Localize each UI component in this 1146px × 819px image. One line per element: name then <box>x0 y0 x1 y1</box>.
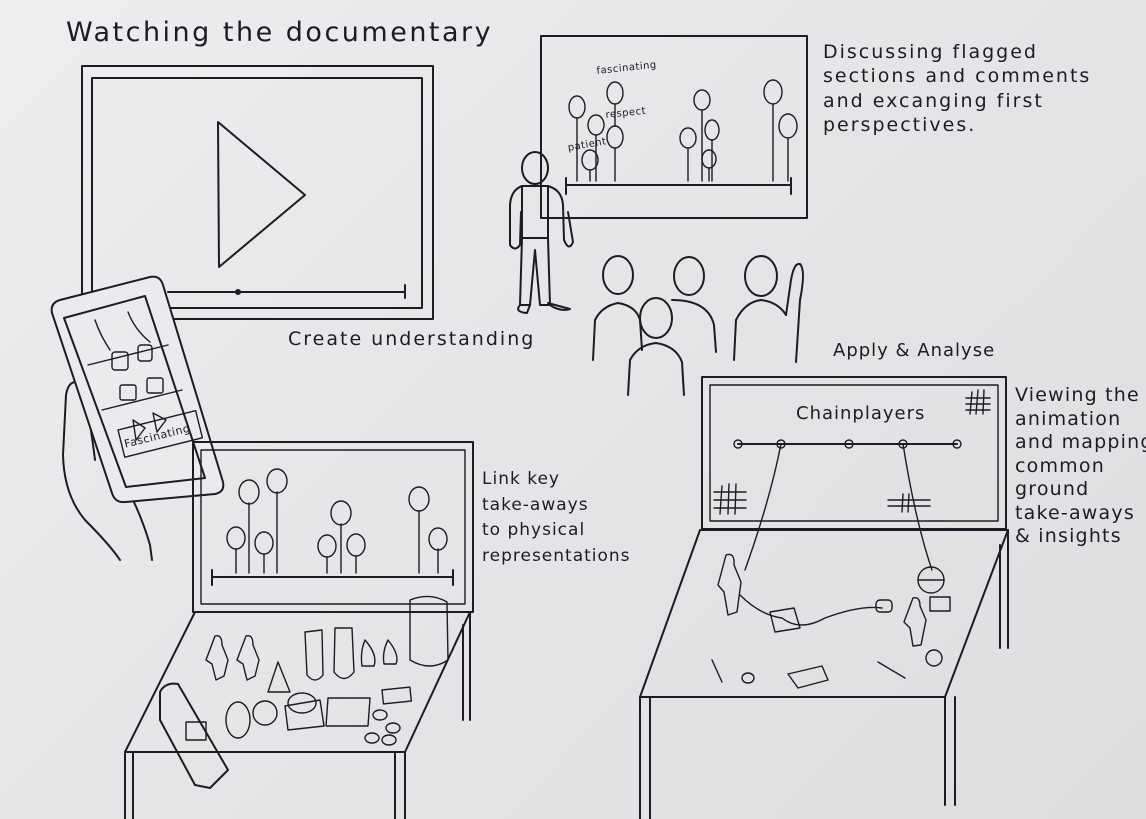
workshop-table-right <box>639 529 1009 819</box>
heading-link-takeaways: Link key take-aways to physical represen… <box>482 469 631 566</box>
heading-viewing-animation: Viewing the animation and mapping common… <box>1015 384 1146 548</box>
physical-objects <box>159 595 449 789</box>
workshop-table-left <box>124 611 471 819</box>
video-progress-bar[interactable] <box>167 284 406 299</box>
chainplayers-label: Chainplayers <box>796 403 926 424</box>
audience <box>592 255 804 396</box>
heading-discussing: Discussing flagged sections and comments… <box>823 41 1092 136</box>
smartphone-icon[interactable] <box>50 275 225 504</box>
comment-flags <box>568 79 798 182</box>
chain-objects <box>711 553 951 689</box>
heading-create-understanding: Create understanding <box>288 328 536 350</box>
heading-apply-analyse: Apply & Analyse <box>833 340 996 361</box>
presenter-figure <box>509 151 574 314</box>
chainplayers-screen <box>701 376 1007 530</box>
hash-grid-icon <box>713 389 991 515</box>
video-player-frame <box>81 65 434 320</box>
takeaway-screen <box>192 441 474 613</box>
play-icon[interactable] <box>217 121 306 268</box>
chain-strings <box>739 443 933 626</box>
heading-watching: Watching the documentary <box>66 17 494 48</box>
discussion-screen <box>540 35 808 219</box>
